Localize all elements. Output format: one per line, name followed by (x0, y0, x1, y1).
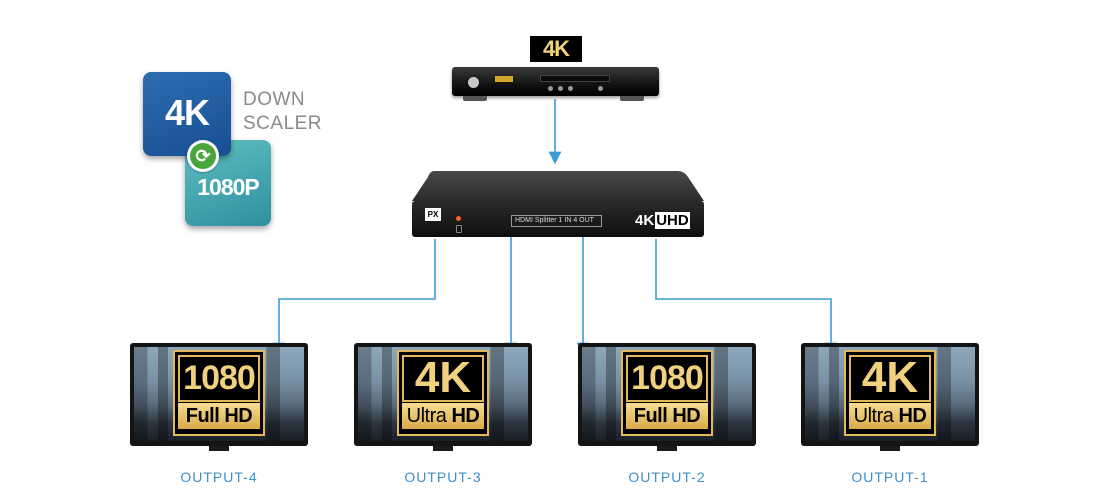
player-disc-slot (540, 75, 610, 82)
resolution-badge: 1080 Full HD (173, 350, 265, 436)
model-plate: HDMI Splitter 1 IN 4 OUT (511, 215, 602, 227)
resolution-badge: 1080 Full HD (621, 350, 713, 436)
badge-bottom-b: HD (451, 405, 479, 427)
line-output-4 (279, 239, 435, 349)
badge-bottom-a: Full (634, 405, 668, 427)
tv-stand (880, 446, 900, 451)
tv-screen: 4K Ultra HD (358, 347, 528, 441)
resolution-badge: 4K Ultra HD (397, 350, 489, 436)
badge-bottom: Ultra HD (402, 403, 484, 429)
badge-bottom: Ultra HD (849, 403, 931, 429)
output-label: OUTPUT-3 (354, 469, 532, 485)
badge-bottom-b: HD (898, 405, 926, 427)
badge-top: 1080 (626, 355, 708, 402)
refresh-icon: ⟳ (187, 140, 219, 172)
tv-screen: 1080 Full HD (134, 347, 304, 441)
tv-output-2: 1080 Full HD (578, 343, 756, 451)
status-led-icon (456, 225, 462, 233)
player-button-icon (548, 86, 553, 91)
output-label: OUTPUT-4 (130, 469, 308, 485)
tv-bezel: 4K Ultra HD (801, 343, 979, 446)
down-scaler-text: DOWN SCALER (243, 88, 322, 136)
source-4k-tag: 4K (530, 36, 582, 62)
tv-output-4: 1080 Full HD (130, 343, 308, 451)
badge-1080p-text: 1080P (185, 174, 271, 201)
player-button-icon (568, 86, 573, 91)
player-foot-right (620, 96, 644, 101)
tv-stand (209, 446, 229, 451)
badge-top: 4K (849, 355, 931, 402)
badge-bottom-a: Full (186, 405, 220, 427)
tv-bezel: 1080 Full HD (578, 343, 756, 446)
player-display (495, 76, 513, 82)
player-foot-left (463, 96, 487, 101)
badge-bottom-b: HD (672, 405, 700, 427)
badge-bottom-b: HD (224, 405, 252, 427)
tv-screen: 4K Ultra HD (805, 347, 975, 441)
player-button-icon (598, 86, 603, 91)
resolution-badge: 4K Ultra HD (844, 350, 936, 436)
badge-4k: 4K (143, 72, 231, 156)
tv-output-3: 4K Ultra HD (354, 343, 532, 451)
line-output-1 (656, 239, 831, 349)
player-power-icon (468, 77, 479, 88)
badge-bottom: Full HD (178, 403, 260, 429)
badge-top: 1080 (178, 355, 260, 402)
tv-screen: 1080 Full HD (582, 347, 752, 441)
tv-output-1: 4K Ultra HD (801, 343, 979, 451)
down-scaler-line2: SCALER (243, 112, 322, 136)
tv-bezel: 4K Ultra HD (354, 343, 532, 446)
output-label: OUTPUT-1 (801, 469, 979, 485)
brand-logo: PX (425, 208, 441, 221)
down-scaler-line1: DOWN (243, 88, 322, 112)
tv-stand (657, 446, 677, 451)
badge-top: 4K (402, 355, 484, 402)
output-label: OUTPUT-2 (578, 469, 756, 485)
tv-bezel: 1080 Full HD (130, 343, 308, 446)
uhd-main: 4K (635, 212, 654, 229)
tv-stand (433, 446, 453, 451)
badge-4k-text: 4K (143, 92, 231, 134)
uhd-box: UHD (655, 212, 690, 229)
badge-bottom-a: Ultra (407, 405, 447, 427)
power-led-icon (456, 216, 461, 221)
badge-bottom-a: Ultra (854, 405, 894, 427)
player-button-icon (558, 86, 563, 91)
badge-bottom: Full HD (626, 403, 708, 429)
